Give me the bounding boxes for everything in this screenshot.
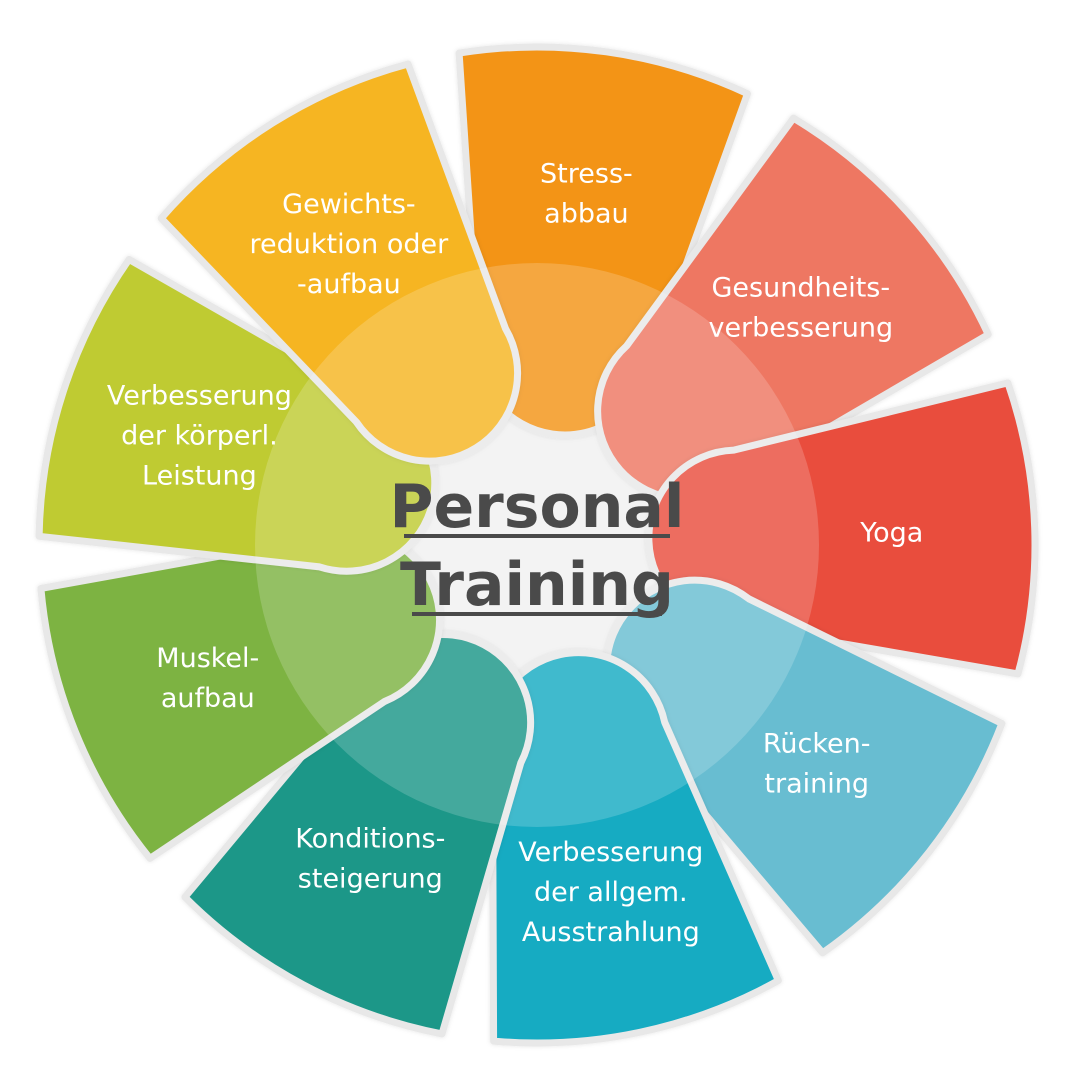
segment-label-line: training: [764, 769, 869, 800]
segment-label-line: der allgem.: [534, 877, 688, 908]
segment-label-line: aufbau: [161, 683, 255, 714]
segment-gesundheit: Gesundheits-verbesserung: [594, 114, 992, 503]
segment-label-ausstrahlung: Verbesserung der allgem. Ausstrahlung: [518, 837, 703, 948]
segment-label-line: Verbesserung: [107, 380, 292, 411]
segment-label-line: -aufbau: [297, 269, 401, 300]
segment-leistung: Verbesserung der körperl. Leistung: [35, 255, 439, 575]
segment-shape-gewicht: [157, 60, 522, 465]
segment-label-ruecken: Rücken-training: [763, 729, 871, 800]
segment-label-muskel: Muskel-aufbau: [156, 643, 259, 714]
title-line-2: Training: [400, 550, 674, 620]
segment-label-yoga: Yoga: [859, 518, 923, 549]
segment-label-line: Muskel-: [156, 643, 259, 674]
segment-label-line: Leistung: [142, 460, 257, 491]
center-title: Personal Training: [390, 472, 685, 620]
segment-label-line: abbau: [544, 199, 628, 230]
segment-label-line: der körperl.: [121, 420, 278, 451]
segment-label-line: steigerung: [298, 863, 443, 894]
segment-label-line: Gesundheits-: [712, 273, 891, 304]
segment-label-line: reduktion oder: [250, 229, 450, 260]
segment-label-line: Rücken-: [763, 729, 871, 760]
segment-label-line: verbesserung: [708, 313, 893, 344]
segment-label-line: Stress-: [540, 159, 633, 190]
segment-label-stressabbau: Stress-abbau: [540, 159, 633, 230]
segment-muskel: Muskel-aufbau: [37, 528, 443, 862]
segment-label-line: Ausstrahlung: [522, 917, 700, 948]
segment-label-gewicht: Gewichts-reduktion oder -aufbau: [250, 189, 450, 300]
segment-label-line: Yoga: [859, 518, 923, 549]
segments-layer: Stress-abbauGesundheits-verbesserungYoga…: [35, 43, 1039, 1047]
segment-label-line: Konditions-: [295, 823, 445, 854]
inner-highlight-ring: [255, 263, 819, 827]
segment-label-leistung: Verbesserung der körperl. Leistung: [107, 380, 292, 491]
segment-label-kondition: Konditions-steigerung: [295, 823, 445, 894]
title-line-1: Personal: [390, 472, 685, 542]
segment-label-line: Verbesserung: [518, 837, 703, 868]
segment-label-line: Gewichts-: [282, 189, 415, 220]
segment-label-gesundheit: Gesundheits-verbesserung: [708, 273, 893, 344]
segment-gewicht: Gewichts-reduktion oder -aufbau: [157, 60, 522, 465]
